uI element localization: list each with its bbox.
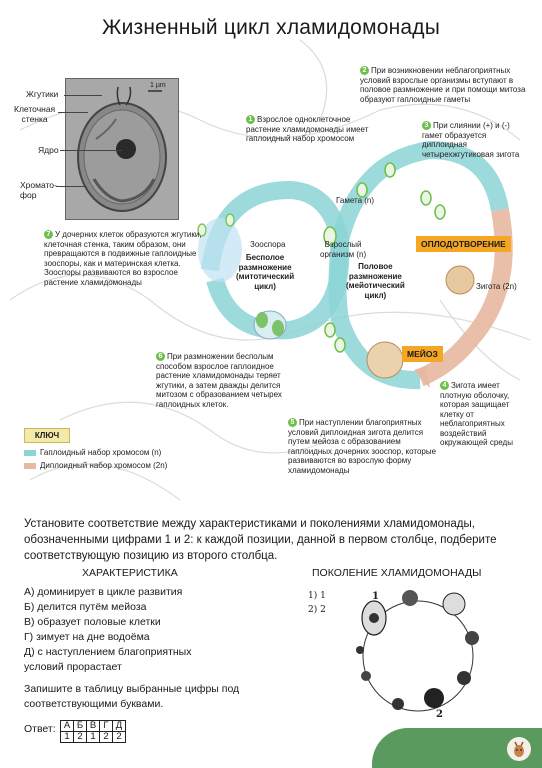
sexual-loop-top [331, 140, 509, 243]
nucleus-label: Ядро [38, 145, 59, 155]
note-text: При размножении бесполым способом взросл… [156, 352, 282, 409]
characteristic-item: Г) зимует на дне водоёма [24, 631, 150, 643]
meiosis-tag: МЕЙОЗ [402, 346, 443, 362]
key-haploid-text: Гаплоидный набор хромосом (n) [40, 448, 162, 457]
answer-letter: А [60, 720, 74, 732]
note-text: При возникновении неблагоприятных услови… [360, 66, 526, 104]
note-number: 3 [422, 121, 431, 130]
characteristic-item: В) образует половые клетки [24, 616, 161, 628]
gamete-label: Гамета (n) [336, 196, 375, 205]
cell-wall-label: Клеточная стенка [14, 104, 56, 124]
note-number: 4 [440, 381, 449, 390]
flagella-label: Жгутики [26, 89, 59, 99]
note-text: У дочерних клеток образуются жгутики, кл… [44, 230, 202, 287]
answer-letter: Г [99, 720, 113, 732]
haploid-arrow-icon [24, 449, 36, 456]
cell-micrograph-icon [66, 79, 178, 219]
note-number: 2 [360, 66, 369, 75]
asexual-label: Бесполое размножение (митотический цикл) [236, 253, 295, 291]
answer-values-row: 1 2 1 2 2 [60, 731, 126, 743]
cell-wall-pointer [58, 112, 88, 113]
zygote-label: Зигота (2n) [476, 282, 517, 291]
note-number: 6 [156, 352, 165, 361]
answer-cell[interactable]: 2 [99, 731, 113, 743]
answer-cell[interactable]: 1 [86, 731, 100, 743]
diploid-arrow-icon [24, 462, 36, 469]
generation-header: ПОКОЛЕНИЕ ХЛАМИДОМОНАДЫ [312, 567, 482, 579]
answer-letters-row: А Б В Г Д [60, 720, 126, 732]
flagella-pointer [64, 95, 102, 96]
adult-label: Взрослый организм (n) [320, 240, 367, 259]
micrograph-image: 1 µm [65, 78, 179, 220]
scale-label: 1 µm [150, 82, 166, 89]
characteristic-item: Б) делится путём мейоза [24, 601, 147, 613]
characteristic-header: ХАРАКТЕРИСТИКА [82, 567, 178, 579]
generation-item: 2) 2 [308, 605, 326, 615]
answer-cell[interactable]: 1 [60, 731, 74, 743]
note-text: Зигота имеет плотную оболочку, которая з… [440, 381, 513, 447]
instruction-text: Запишите в таблицу выбранные цифры под с… [24, 683, 240, 710]
characteristic-item: условий прорастает [24, 661, 122, 673]
note-text: Взрослое одноклеточное растение хламидом… [246, 115, 369, 143]
key-diploid-row: Диплоидный набор хромосом (2n) [24, 461, 167, 470]
note-text: При слиянии (+) и (-) гамет образуется д… [422, 121, 520, 159]
answer-label: Ответ: [24, 723, 56, 735]
characteristics-list: А) доминирует в цикле развития Б) делитс… [24, 585, 191, 675]
question-text: Установите соответствие между характерис… [24, 518, 497, 562]
small-cycle-label-1: 1 [372, 591, 379, 602]
zoospore-blob [198, 218, 242, 282]
small-cycle-image [356, 590, 479, 712]
diploid-arrowhead [414, 366, 430, 388]
small-cycle-label-2: 2 [436, 709, 443, 720]
answer-letter: Д [112, 720, 126, 732]
answer-cell[interactable]: 2 [73, 731, 87, 743]
characteristic-item: А) доминирует в цикле развития [24, 586, 183, 598]
answer-letter: Б [73, 720, 87, 732]
note-number: 1 [246, 115, 255, 124]
generation-item: 1) 1 [308, 591, 326, 601]
characteristic-item: Д) с наступлением благоприятных [24, 646, 192, 658]
fertilization-tag: ОПЛОДОТВОРЕНИЕ [416, 236, 511, 252]
note-number: 7 [44, 230, 53, 239]
key-title: КЛЮЧ [24, 428, 70, 443]
zoospore-label: Зооспора [250, 240, 286, 249]
deer-logo-icon [506, 736, 532, 767]
chromatophore-pointer [56, 186, 86, 187]
sexual-label: Половое размножение (мейотический цикл) [346, 262, 405, 300]
page-title: Жизненный цикл хламидомонады [101, 16, 441, 39]
note-number: 5 [288, 418, 297, 427]
key-diploid-text: Диплоидный набор хромосом (2n) [40, 461, 168, 470]
answer-table: А Б В Г Д 1 2 1 2 2 [60, 720, 126, 743]
answer-letter: В [86, 720, 100, 732]
note-text: При наступлении благоприятных условий ди… [288, 418, 437, 475]
key-haploid-row: Гаплоидный набор хромосом (n) [24, 448, 161, 457]
nucleus-pointer [60, 150, 122, 151]
chromatophore-label: Хромато- фор [20, 180, 57, 200]
generations-list: 1) 1 2) 2 [308, 589, 326, 617]
answer-cell[interactable]: 2 [112, 731, 126, 743]
background-sketch [9, 39, 531, 501]
